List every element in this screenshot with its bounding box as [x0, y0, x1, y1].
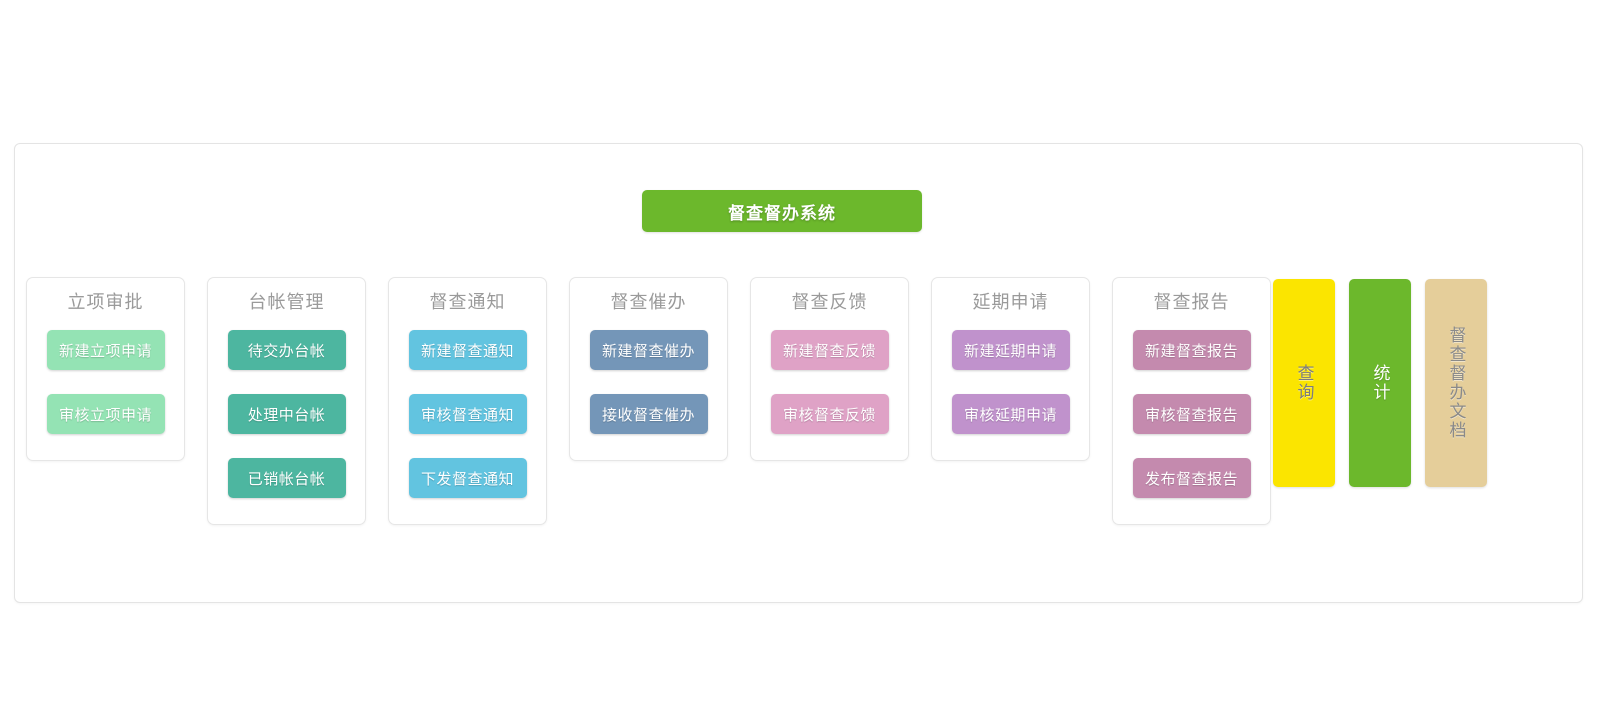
module-card-header: 立项审批 — [67, 292, 144, 313]
module-action-button[interactable]: 待交办台帐 — [227, 330, 346, 370]
module-action-button[interactable]: 审核立项申请 — [46, 394, 165, 434]
module-action-button[interactable]: 处理中台帐 — [227, 394, 346, 434]
module-card: 延期申请新建延期申请审核延期申请 — [931, 277, 1090, 461]
module-card: 台帐管理待交办台帐处理中台帐已销帐台帐 — [207, 277, 366, 525]
side-action-buttons: 查询统计督查督办文档 — [1273, 279, 1487, 487]
module-card: 督查催办新建督查催办接收督查催办 — [569, 277, 728, 461]
module-action-button[interactable]: 审核延期申请 — [951, 394, 1070, 434]
module-action-button[interactable]: 新建督查通知 — [408, 330, 527, 370]
module-card-buttons: 新建督查反馈审核督查反馈 — [770, 330, 889, 434]
module-card-buttons: 新建督查通知审核督查通知下发督查通知 — [408, 330, 527, 498]
module-card-buttons: 新建立项申请审核立项申请 — [46, 330, 165, 434]
module-action-button[interactable]: 新建延期申请 — [951, 330, 1070, 370]
module-card-header: 督查报告 — [1153, 292, 1230, 313]
query-button[interactable]: 查询 — [1273, 279, 1335, 487]
system-title-button[interactable]: 督查督办系统 — [642, 190, 922, 232]
module-card-header: 督查反馈 — [791, 292, 868, 313]
module-card: 督查报告新建督查报告审核督查报告发布督查报告 — [1112, 277, 1271, 525]
module-action-button[interactable]: 审核督查反馈 — [770, 394, 889, 434]
module-columns: 立项审批新建立项申请审核立项申请台帐管理待交办台帐处理中台帐已销帐台帐督查通知新… — [26, 277, 1271, 525]
module-card-header: 督查通知 — [429, 292, 506, 313]
document-button[interactable]: 督查督办文档 — [1425, 279, 1487, 487]
module-action-button[interactable]: 新建督查催办 — [589, 330, 708, 370]
module-card-header: 督查催办 — [610, 292, 687, 313]
module-card-buttons: 新建督查催办接收督查催办 — [589, 330, 708, 434]
module-action-button[interactable]: 审核督查通知 — [408, 394, 527, 434]
module-action-button[interactable]: 已销帐台帐 — [227, 458, 346, 498]
module-card-buttons: 新建督查报告审核督查报告发布督查报告 — [1132, 330, 1251, 498]
module-card: 督查反馈新建督查反馈审核督查反馈 — [750, 277, 909, 461]
module-action-button[interactable]: 新建督查反馈 — [770, 330, 889, 370]
statistics-button[interactable]: 统计 — [1349, 279, 1411, 487]
module-action-button[interactable]: 发布督查报告 — [1132, 458, 1251, 498]
module-card-buttons: 新建延期申请审核延期申请 — [951, 330, 1070, 434]
module-card-header: 台帐管理 — [248, 292, 325, 313]
module-card-buttons: 待交办台帐处理中台帐已销帐台帐 — [227, 330, 346, 498]
module-action-button[interactable]: 新建立项申请 — [46, 330, 165, 370]
module-card: 立项审批新建立项申请审核立项申请 — [26, 277, 185, 461]
module-action-button[interactable]: 审核督查报告 — [1132, 394, 1251, 434]
module-action-button[interactable]: 新建督查报告 — [1132, 330, 1251, 370]
module-action-button[interactable]: 接收督查催办 — [589, 394, 708, 434]
module-card: 督查通知新建督查通知审核督查通知下发督查通知 — [388, 277, 547, 525]
module-card-header: 延期申请 — [972, 292, 1049, 313]
module-action-button[interactable]: 下发督查通知 — [408, 458, 527, 498]
